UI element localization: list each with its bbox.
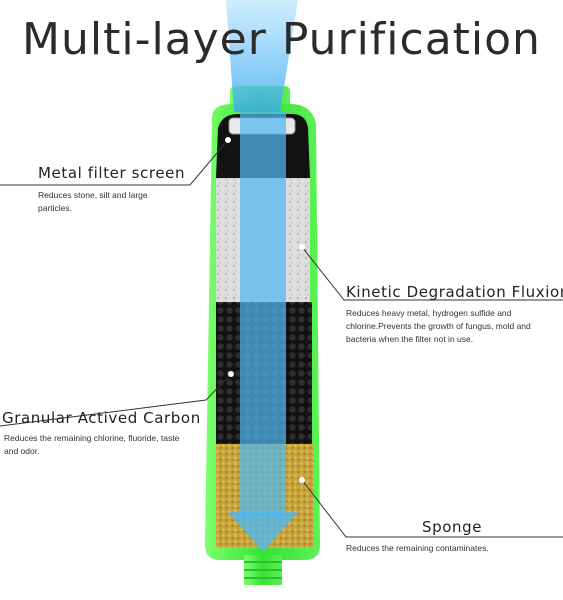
sponge-label: Sponge — [422, 518, 483, 536]
kdf-label: Kinetic Degradation Fluxion — [346, 283, 563, 301]
carbon-desc: Reduces the remaining chlorine, fluoride… — [4, 433, 180, 456]
water-flow — [226, 0, 298, 552]
page-title: Multi-layer Purification — [22, 14, 541, 65]
carbon-label: Granular Actived Carbon — [2, 409, 201, 427]
sponge-desc: Reduces the remaining contaminates. — [346, 543, 489, 553]
leader-lines — [0, 139, 563, 538]
metal-screen-desc: Reduces stone, silt and large particles. — [38, 190, 148, 213]
metal-screen-label: Metal filter screen — [38, 164, 186, 182]
marker-dots — [225, 137, 305, 483]
kdf-desc: Reduces heavy metal, hydrogen sulfide an… — [346, 308, 531, 344]
